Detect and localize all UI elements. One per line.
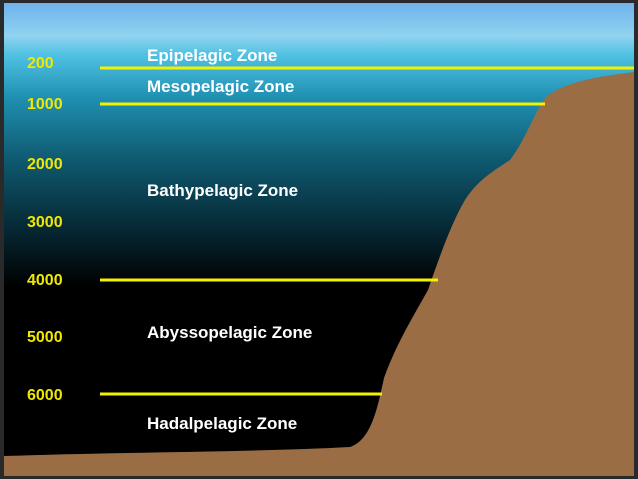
zone-label-abyssopelagic: Abyssopelagic Zone [147,323,312,342]
depth-label-1000: 1000 [27,96,63,113]
zone-label-mesopelagic: Mesopelagic Zone [147,77,294,96]
depth-label-6000: 6000 [27,387,63,404]
depth-label-3000: 3000 [27,214,63,231]
zone-label-epipelagic: Epipelagic Zone [147,46,277,65]
seafloor [4,72,634,476]
depth-label-4000: 4000 [27,272,63,289]
depth-label-200: 200 [27,55,54,72]
zone-label-bathypelagic: Bathypelagic Zone [147,181,298,200]
depth-label-2000: 2000 [27,156,63,173]
zone-label-hadalpelagic: Hadalpelagic Zone [147,414,297,433]
depth-label-5000: 5000 [27,329,63,346]
